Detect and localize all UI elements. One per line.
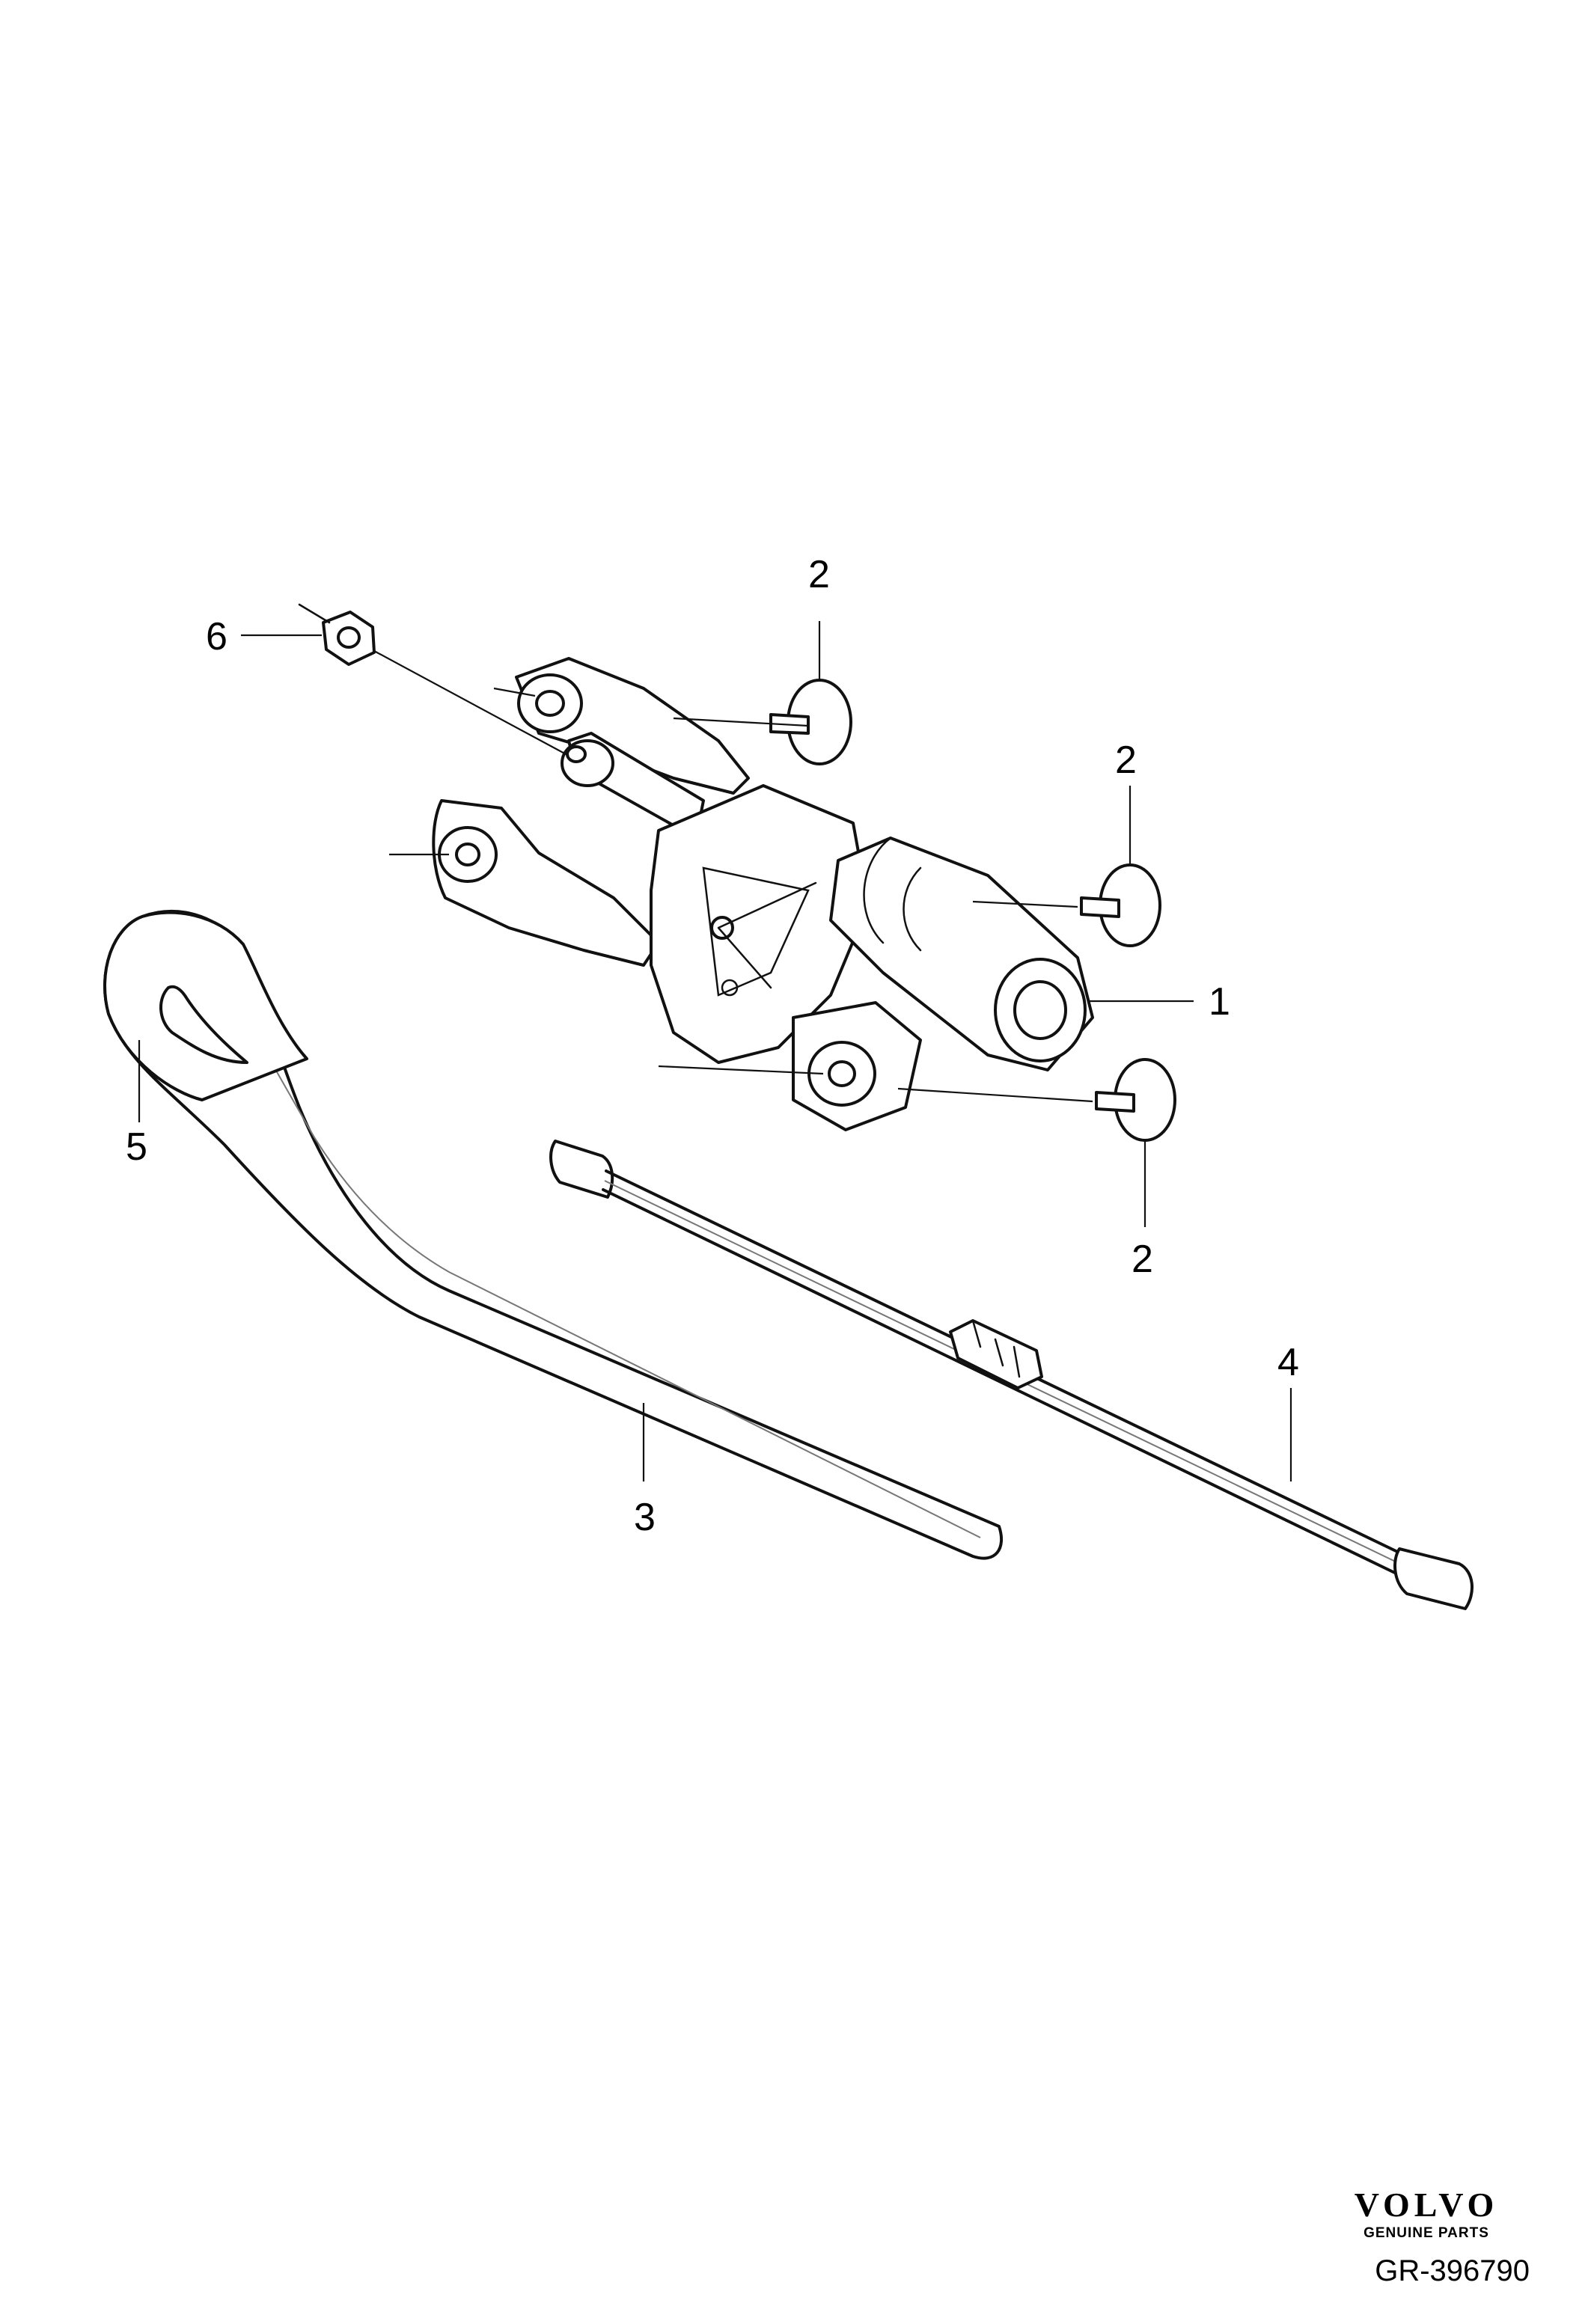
volvo-genuine-parts-logo: VOLVO GENUINE PARTS xyxy=(1329,2188,1524,2242)
callout-5: 5 xyxy=(126,1125,147,1169)
callout-2-bottom: 2 xyxy=(1132,1238,1153,1281)
callout-4: 4 xyxy=(1277,1341,1299,1384)
brand-logo-text: VOLVO xyxy=(1354,2186,1499,2224)
grommet-right xyxy=(1080,863,1161,947)
wiper-motor-assembly xyxy=(432,657,1094,1131)
callout-1: 1 xyxy=(1209,980,1230,1024)
arm-cover-cap xyxy=(103,911,308,1101)
brand-subtitle: GENUINE PARTS xyxy=(1364,2225,1489,2241)
grommet-bottom xyxy=(1095,1058,1176,1142)
callouts: 1 2 2 2 3 4 5 6 xyxy=(126,553,1299,1539)
drawing-number: GR-396790 xyxy=(1375,2254,1530,2287)
callout-2-right: 2 xyxy=(1115,739,1137,782)
callout-2-top: 2 xyxy=(808,553,830,596)
wiper-blade xyxy=(549,1140,1474,1610)
callout-3: 3 xyxy=(634,1496,656,1539)
grommet-top xyxy=(769,679,852,765)
nut xyxy=(298,603,376,666)
callout-6: 6 xyxy=(206,615,227,658)
leader-lines xyxy=(138,621,1292,1481)
